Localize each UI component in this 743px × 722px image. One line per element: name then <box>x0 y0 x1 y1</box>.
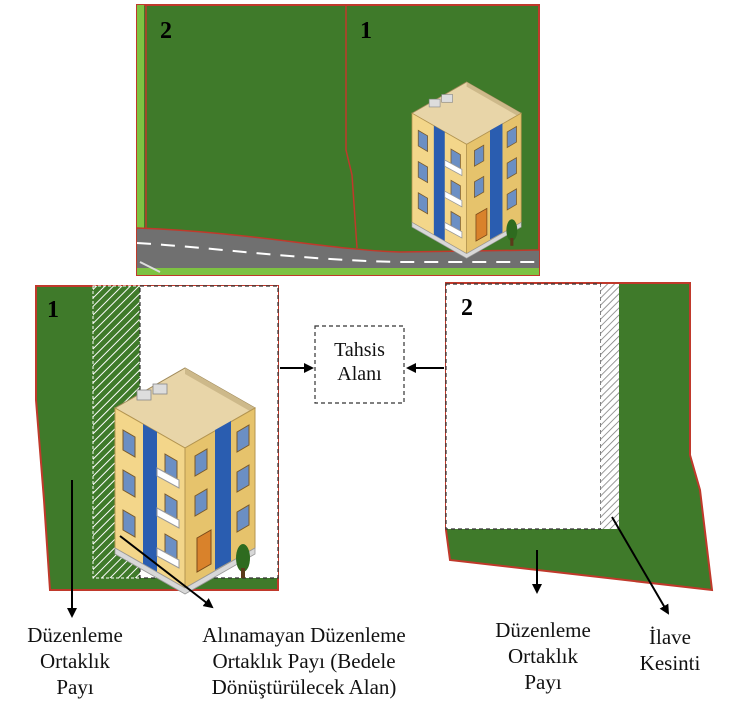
allocation-area-right <box>445 283 602 530</box>
arrows <box>67 363 670 618</box>
label-line: Dönüştürülecek Alan) <box>211 675 397 699</box>
right-parcel <box>445 282 714 592</box>
label-line: Payı <box>524 670 562 694</box>
apartment-building-icon <box>411 81 522 259</box>
parcel-number-top-right: 1 <box>360 18 372 44</box>
label-line: İlave <box>649 625 691 649</box>
label-line: Ortaklık Payı (Bedele <box>212 649 396 673</box>
extra-cut-label: İlave Kesinti <box>620 624 720 676</box>
left-share-label: Düzenleme Ortaklık Payı <box>10 622 140 700</box>
label-line: Payı <box>56 675 94 699</box>
extra-cut-area <box>601 284 619 529</box>
allocation-label: Tahsis Alanı <box>315 338 404 386</box>
label-line: Düzenleme <box>27 623 123 647</box>
label-line: Kesinti <box>639 651 701 675</box>
top-map <box>136 4 540 276</box>
parcel-number-right: 2 <box>461 295 473 321</box>
parcel-number-top-left: 2 <box>160 18 172 44</box>
allocation-label-box <box>314 325 405 404</box>
allocation-label-line1: Tahsis <box>334 339 385 361</box>
label-line: Düzenleme <box>495 618 591 642</box>
unreceived-share-label: Alınamayan Düzenleme Ortaklık Payı (Bede… <box>168 622 440 700</box>
apartment-building-icon <box>114 367 256 595</box>
left-parcel <box>35 285 279 595</box>
label-line: Alınamayan Düzenleme <box>202 623 406 647</box>
right-share-label: Düzenleme Ortaklık Payı <box>478 617 608 695</box>
label-line: Ortaklık <box>40 649 110 673</box>
allocation-label-line2: Alanı <box>337 363 382 385</box>
parcel-number-left: 1 <box>47 297 59 323</box>
label-line: Ortaklık <box>508 644 578 668</box>
